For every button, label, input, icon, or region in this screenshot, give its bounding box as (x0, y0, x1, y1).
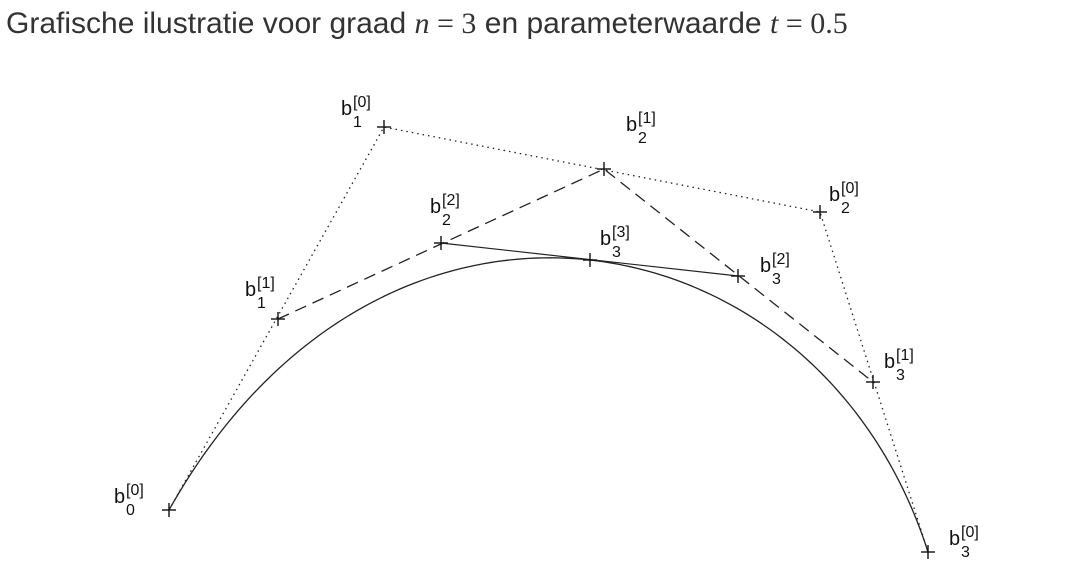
point-label-base: b (245, 279, 256, 301)
point-label-subscript: 3 (772, 271, 781, 288)
point-label-base: b (626, 114, 637, 136)
point-label-base: b (949, 528, 960, 550)
point-label-superscript: [0] (353, 94, 371, 111)
point-label-subscript: 3 (612, 244, 621, 261)
point-marker-b11 (271, 312, 285, 326)
title-parameter-formula: t = 0.5 (770, 7, 848, 40)
point-label-superscript: [1] (638, 110, 656, 127)
title-prefix: Grafische ilustratie voor graad (6, 7, 415, 40)
point-label-superscript: [2] (772, 251, 790, 268)
point-label-subscript: 1 (257, 295, 266, 312)
point-marker-b00 (162, 503, 176, 517)
point-label-subscript: 0 (126, 502, 135, 519)
title-degree-formula: n = 3 (415, 7, 477, 40)
bezier-curve (168, 257, 929, 553)
point-label-subscript: 2 (638, 130, 647, 147)
title-n-value: = 3 (429, 7, 477, 40)
point-label-b30: b[0] 3 (949, 524, 979, 561)
construction-lines (168, 126, 929, 553)
point-label-subscript: 3 (961, 544, 970, 561)
point-label-superscript: [3] (612, 224, 630, 241)
point-label-subscript: 1 (353, 114, 362, 131)
point-label-b33: b[3] 3 (600, 224, 630, 261)
point-label-base: b (884, 351, 895, 373)
point-label-base: b (114, 486, 125, 508)
point-marker-b10 (377, 120, 391, 134)
title-t-value: = 0.5 (778, 7, 848, 40)
point-label-superscript: [0] (126, 482, 144, 499)
point-label-base: b (430, 196, 441, 218)
point-label-base: b (600, 228, 611, 250)
point-marker-b30 (921, 545, 935, 559)
point-marker-b32 (731, 269, 745, 283)
point-labels: b[0]0b[0]1b[0]2b[0]3b[1]1b[1]2b[1]3b[2]2… (114, 94, 979, 561)
point-label-base: b (341, 98, 352, 120)
control-polygon-dotted (168, 126, 929, 553)
point-label-subscript: 2 (841, 200, 850, 217)
point-label-base: b (829, 184, 840, 206)
point-label-subscript: 3 (896, 367, 905, 384)
point-label-subscript: 2 (442, 212, 451, 229)
point-marker-b33 (583, 253, 597, 267)
point-label-b20: b[0] 2 (829, 180, 859, 217)
page-title: Grafische ilustratie voor graad n = 3 en… (6, 4, 1080, 44)
point-label-superscript: [2] (442, 192, 460, 209)
level-1-polygon-dashed (277, 168, 874, 383)
point-label-superscript: [0] (961, 524, 979, 541)
point-label-superscript: [1] (896, 347, 914, 364)
title-t-variable: t (769, 7, 779, 40)
point-label-b10: b[0] 1 (341, 94, 371, 131)
point-marker-b20 (813, 205, 827, 219)
point-label-b22: b[2] 2 (430, 192, 460, 229)
point-label-superscript: [0] (841, 180, 859, 197)
point-label-b32: b[2] 3 (760, 251, 790, 288)
point-marker-b31 (866, 375, 880, 389)
point-markers (162, 120, 935, 559)
point-label-b11: b[1] 1 (245, 275, 275, 312)
title-n-variable: n (414, 7, 430, 40)
point-marker-b22 (434, 236, 448, 250)
point-label-superscript: [1] (257, 275, 275, 292)
point-label-b31: b[1] 3 (884, 347, 914, 384)
title-middle: en parameterwaarde (476, 7, 770, 40)
point-marker-b21 (597, 162, 611, 176)
point-label-b00: b[0] 0 (114, 482, 144, 519)
point-label-b21: b[1] 2 (626, 110, 656, 147)
point-label-base: b (760, 255, 771, 277)
